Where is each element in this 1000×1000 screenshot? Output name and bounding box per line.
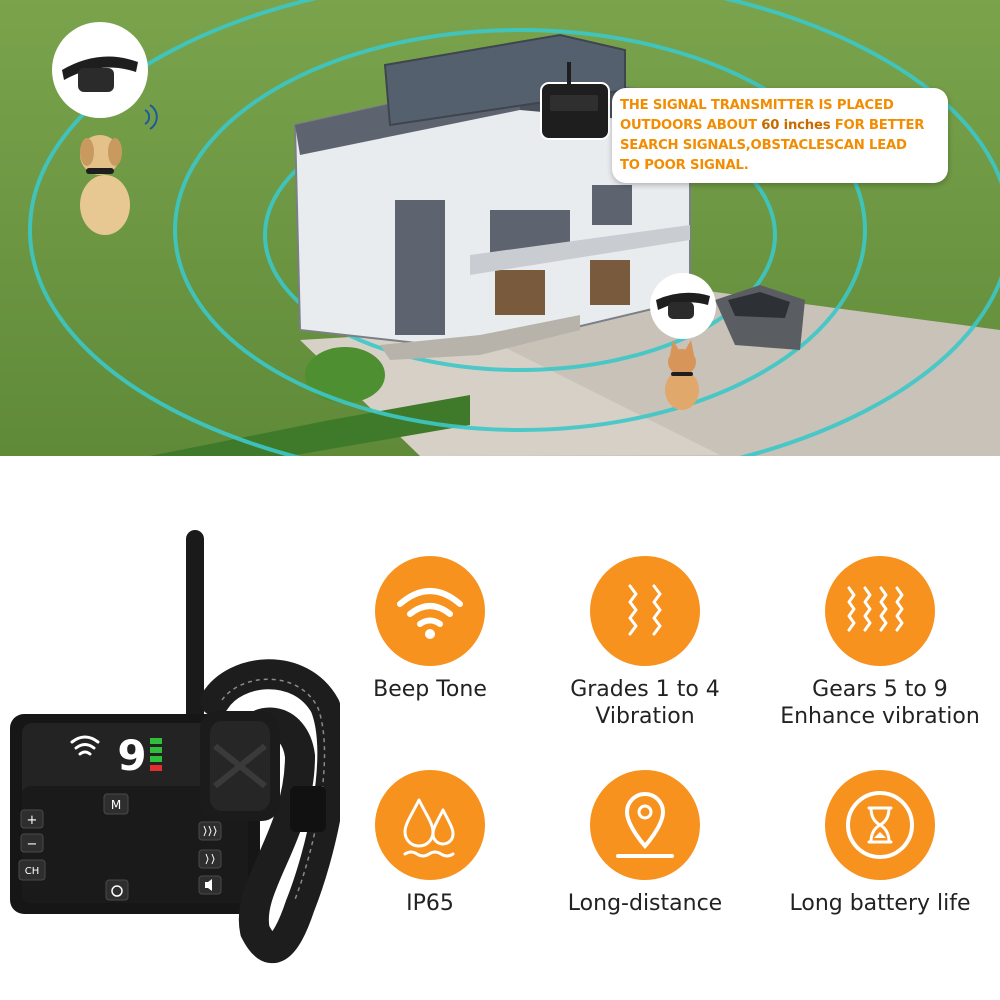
golden-retriever-dog <box>80 135 130 235</box>
transmitter-placement-callout: THE SIGNAL TRANSMITTER IS PLACED OUTDOOR… <box>612 88 948 183</box>
callout-line-2: OUTDOORS ABOUT 60 inches FOR BETTER <box>620 116 940 136</box>
feature-label: Beep Tone <box>315 676 545 703</box>
mode-button[interactable]: M <box>103 793 129 815</box>
dog-collar <box>200 659 340 963</box>
vibration-high-icon-badge <box>825 556 935 666</box>
battery-level-icon <box>150 738 162 771</box>
bush <box>305 347 385 403</box>
hedge <box>150 395 470 456</box>
mode-button-label: M <box>111 798 121 812</box>
callout-line-1: THE SIGNAL TRANSMITTER IS PLACED <box>620 98 894 113</box>
power-button[interactable] <box>105 879 129 901</box>
vibration-icon <box>205 853 215 865</box>
corgi-dog <box>665 340 699 410</box>
callout-line-3: SEARCH SIGNALS,OBSTACLESCAN LEAD <box>620 138 907 153</box>
antenna <box>186 530 204 730</box>
feature-label: Long battery life <box>765 890 995 917</box>
minus-button-label: − <box>27 837 38 852</box>
callout-line-2-post: FOR BETTER <box>830 118 925 133</box>
water-drops-icon-badge <box>375 770 485 880</box>
feature-label-line-1: Long-distance <box>567 891 723 916</box>
feature-label: Long-distance <box>530 890 760 917</box>
location-pin-icon <box>616 791 674 858</box>
plus-button-label: + <box>27 813 38 828</box>
roof-transmitter <box>540 62 610 140</box>
feature-label: Gears 5 to 9 Enhance vibration <box>765 676 995 730</box>
feature-label: IP65 <box>315 890 545 917</box>
location-pin-icon-badge <box>590 770 700 880</box>
feature-label-line-1: Beep Tone <box>373 677 487 702</box>
feature-label-line-1: Grades 1 to 4 <box>570 677 720 702</box>
feature-label-line-1: Long battery life <box>789 891 971 916</box>
plus-button[interactable]: + <box>20 809 44 829</box>
hourglass-icon <box>846 791 914 859</box>
feature-label-line-1: Gears 5 to 9 <box>812 677 948 702</box>
feature-label-line-2: Vibration <box>595 704 695 729</box>
channel-button-label: CH <box>25 866 40 877</box>
feature-battery-life: Long battery life <box>765 770 995 917</box>
hourglass-icon-badge <box>825 770 935 880</box>
feature-label: Grades 1 to 4 Vibration <box>530 676 760 730</box>
speaker-icon <box>205 879 212 891</box>
feature-label-line-2: Enhance vibration <box>780 704 980 729</box>
callout-line-2-pre: OUTDOORS ABOUT <box>620 118 762 133</box>
collar-bubble-right <box>650 273 716 339</box>
vibration-low-icon-badge <box>590 556 700 666</box>
callout-line-4: TO POOR SIGNAL. <box>620 158 749 173</box>
feature-vibration-grades: Grades 1 to 4 Vibration <box>530 556 760 730</box>
minus-button[interactable]: − <box>20 833 44 853</box>
beep-tone-icon-badge <box>375 556 485 666</box>
feature-label-line-1: IP65 <box>406 891 454 916</box>
beep-button[interactable] <box>198 875 222 895</box>
channel-display-digit: 9 <box>117 731 146 780</box>
vibration-icon <box>203 825 217 837</box>
feature-ip65: IP65 <box>315 770 545 917</box>
water-drops-icon <box>403 798 455 858</box>
transmitter-unit <box>10 714 260 914</box>
vibration-high-icon <box>847 586 904 632</box>
feature-vibration-gears: Gears 5 to 9 Enhance vibration <box>765 556 995 730</box>
house-signal-illustration: THE SIGNAL TRANSMITTER IS PLACED OUTDOOR… <box>0 0 1000 456</box>
transmitter-and-collar-product: 9 M + − CH <box>10 530 340 963</box>
callout-text: THE SIGNAL TRANSMITTER IS PLACED OUTDOOR… <box>620 96 940 176</box>
features-section: 9 M + − CH <box>0 456 1000 1000</box>
feature-beep-tone: Beep Tone <box>315 556 545 703</box>
collar-bubble-top-left <box>52 22 158 130</box>
callout-distance: 60 inches <box>761 118 831 133</box>
beep-tone-icon <box>397 588 463 639</box>
power-icon <box>111 885 123 897</box>
vibration-low-icon <box>628 584 662 636</box>
channel-button[interactable]: CH <box>18 859 46 881</box>
vibration-high-button[interactable] <box>198 821 222 841</box>
feature-long-distance: Long-distance <box>530 770 760 917</box>
vibration-low-button[interactable] <box>198 849 222 869</box>
wifi-signal-icon <box>70 735 100 756</box>
parked-car <box>715 285 805 350</box>
